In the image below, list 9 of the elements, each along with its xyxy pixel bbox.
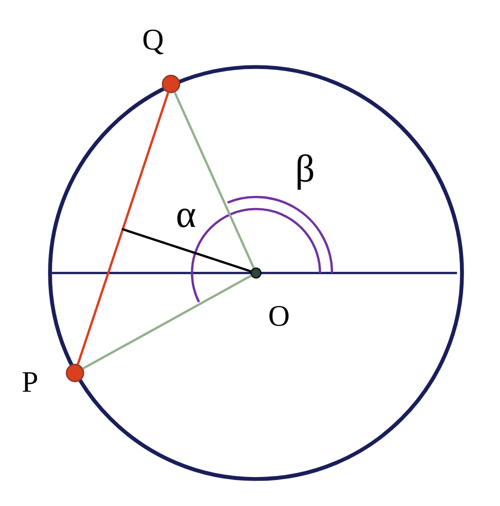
point-label: Q (143, 30, 164, 54)
connector-line (174, 92, 255, 268)
connector-line (76, 92, 170, 365)
point-label: P (22, 372, 38, 392)
connector-line (82, 274, 252, 370)
point-label: O (269, 306, 289, 326)
angle-label: β (298, 154, 314, 190)
angle-label: α (177, 208, 196, 228)
segment-line (122, 228, 252, 272)
